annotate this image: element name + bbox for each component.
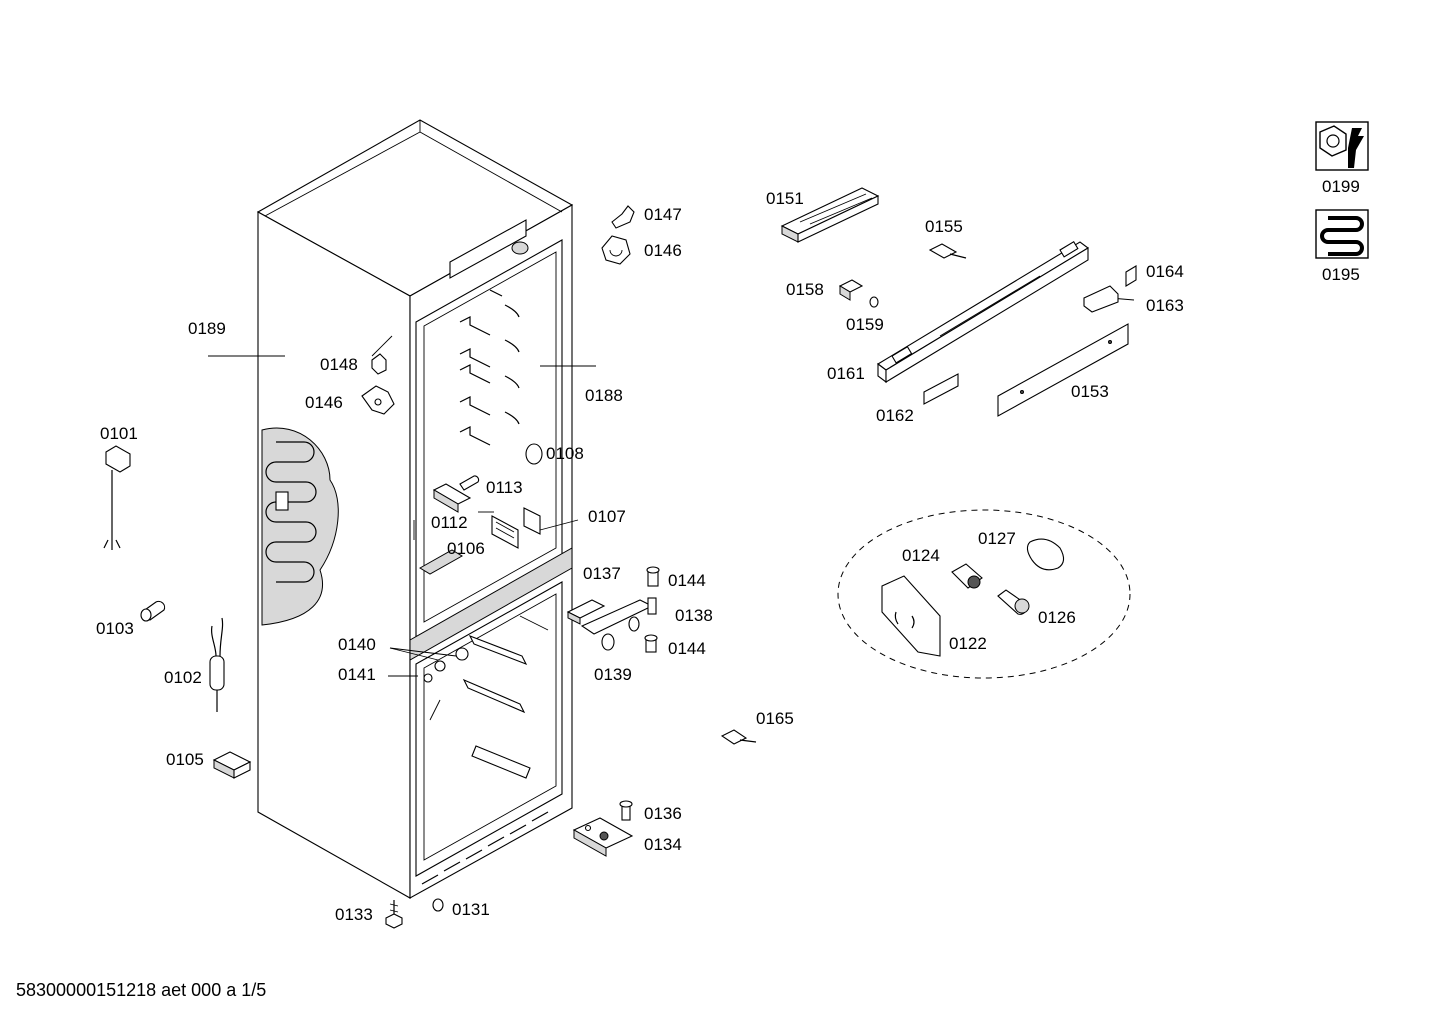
label-0146-lower: 0146	[305, 393, 343, 412]
label-0164: 0164	[1146, 262, 1184, 281]
label-0144-upper: 0144	[668, 571, 706, 590]
part-0122-light-cover	[881, 575, 941, 657]
label-0199: 0199	[1322, 177, 1360, 196]
part-0124-lamp-socket	[951, 563, 983, 589]
label-0106: 0106	[447, 539, 485, 558]
part-0146-bracket-lower	[361, 385, 395, 415]
label-0137: 0137	[583, 564, 621, 583]
part-0103-cylinder	[140, 600, 166, 622]
label-0146-upper: 0146	[644, 241, 682, 260]
part-0136-screw	[619, 800, 633, 821]
freezer-rails	[429, 615, 549, 779]
part-0101-mains-plug	[103, 445, 131, 550]
label-0153: 0153	[1071, 382, 1109, 401]
label-0144-lower: 0144	[668, 639, 706, 658]
label-0163: 0163	[1146, 296, 1184, 315]
part-0106-housing	[491, 515, 519, 549]
label-0108: 0108	[546, 444, 584, 463]
label-0126: 0126	[1038, 608, 1076, 627]
wrench-nut-icon	[1315, 121, 1369, 171]
label-0161: 0161	[827, 364, 865, 383]
label-0195: 0195	[1322, 265, 1360, 284]
label-0124: 0124	[902, 546, 940, 565]
label-0107: 0107	[588, 507, 626, 526]
label-0155: 0155	[925, 217, 963, 236]
part-0165-connector	[720, 729, 757, 745]
label-0101: 0101	[100, 424, 138, 443]
part-0105-cover	[212, 751, 252, 779]
part-0134-bottom-hinge	[572, 817, 634, 857]
part-0144-screw-lower	[644, 634, 658, 653]
part-0126-bulb	[997, 589, 1030, 615]
label-0134: 0134	[644, 835, 682, 854]
part-0144-screw-upper	[646, 566, 660, 587]
heating-coil-icon	[1315, 209, 1369, 259]
label-0188: 0188	[585, 386, 623, 405]
part-0102-sensor	[209, 617, 225, 712]
shelf-supports	[459, 289, 520, 446]
label-0113: 0113	[486, 478, 523, 497]
part-0139-washer	[601, 633, 615, 651]
label-0140: 0140	[338, 635, 376, 654]
label-0165: 0165	[756, 709, 794, 728]
label-0102: 0102	[164, 668, 202, 687]
label-0189: 0189	[188, 319, 226, 338]
part-0151-control-module	[780, 187, 880, 243]
bottom-grille	[421, 811, 549, 885]
part-labels: 0101 0103 0102 0105 0189 0148 0146 0147 …	[96, 177, 1360, 924]
label-0148: 0148	[320, 355, 358, 374]
part-0108-cap	[525, 443, 543, 465]
label-0122: 0122	[949, 634, 987, 653]
leader-lines	[208, 297, 1135, 677]
label-0139: 0139	[594, 665, 632, 684]
part-0155-connector	[928, 243, 967, 259]
label-0136: 0136	[644, 804, 682, 823]
label-0131: 0131	[452, 900, 490, 919]
label-0112: 0112	[431, 513, 468, 532]
part-0112-thermostat	[432, 483, 472, 513]
label-0147: 0147	[644, 205, 682, 224]
detail-callout-ellipse	[837, 509, 1131, 679]
label-0105: 0105	[166, 750, 204, 769]
part-0148-clip	[371, 353, 387, 375]
part-0158-switch	[838, 279, 864, 301]
part-0131-ring	[432, 898, 444, 912]
part-0107-bracket	[523, 507, 541, 535]
part-0163-knob-cover	[1083, 285, 1119, 313]
part-0137-hinge-plate	[566, 599, 606, 625]
label-0103: 0103	[96, 619, 134, 638]
part-0113-lamp	[459, 475, 480, 491]
part-0162-label	[923, 373, 959, 405]
label-0159: 0159	[846, 315, 884, 334]
label-0158: 0158	[786, 280, 824, 299]
label-0138: 0138	[675, 606, 713, 625]
part-0153-trim-strip	[997, 323, 1129, 417]
label-0151: 0151	[766, 189, 804, 208]
label-0162: 0162	[876, 406, 914, 425]
part-0161-control-strip	[877, 241, 1089, 384]
part-0138-hinge	[580, 597, 657, 635]
label-0141: 0141	[338, 665, 376, 684]
part-0140-pins	[423, 647, 469, 683]
condenser-coil	[261, 427, 339, 626]
part-0133-adjustable-foot	[385, 900, 403, 929]
part-0164-lens	[1125, 265, 1137, 287]
document-footer-id: 58300000151218 aet 000 a 1/5	[16, 980, 267, 1000]
label-0133: 0133	[335, 905, 373, 924]
part-0146-bracket-upper	[601, 235, 631, 265]
label-0127: 0127	[978, 529, 1016, 548]
part-0127-diffuser	[1026, 538, 1065, 571]
part-0159-lamp-bulb	[869, 296, 879, 308]
part-0147-hook	[611, 205, 635, 229]
